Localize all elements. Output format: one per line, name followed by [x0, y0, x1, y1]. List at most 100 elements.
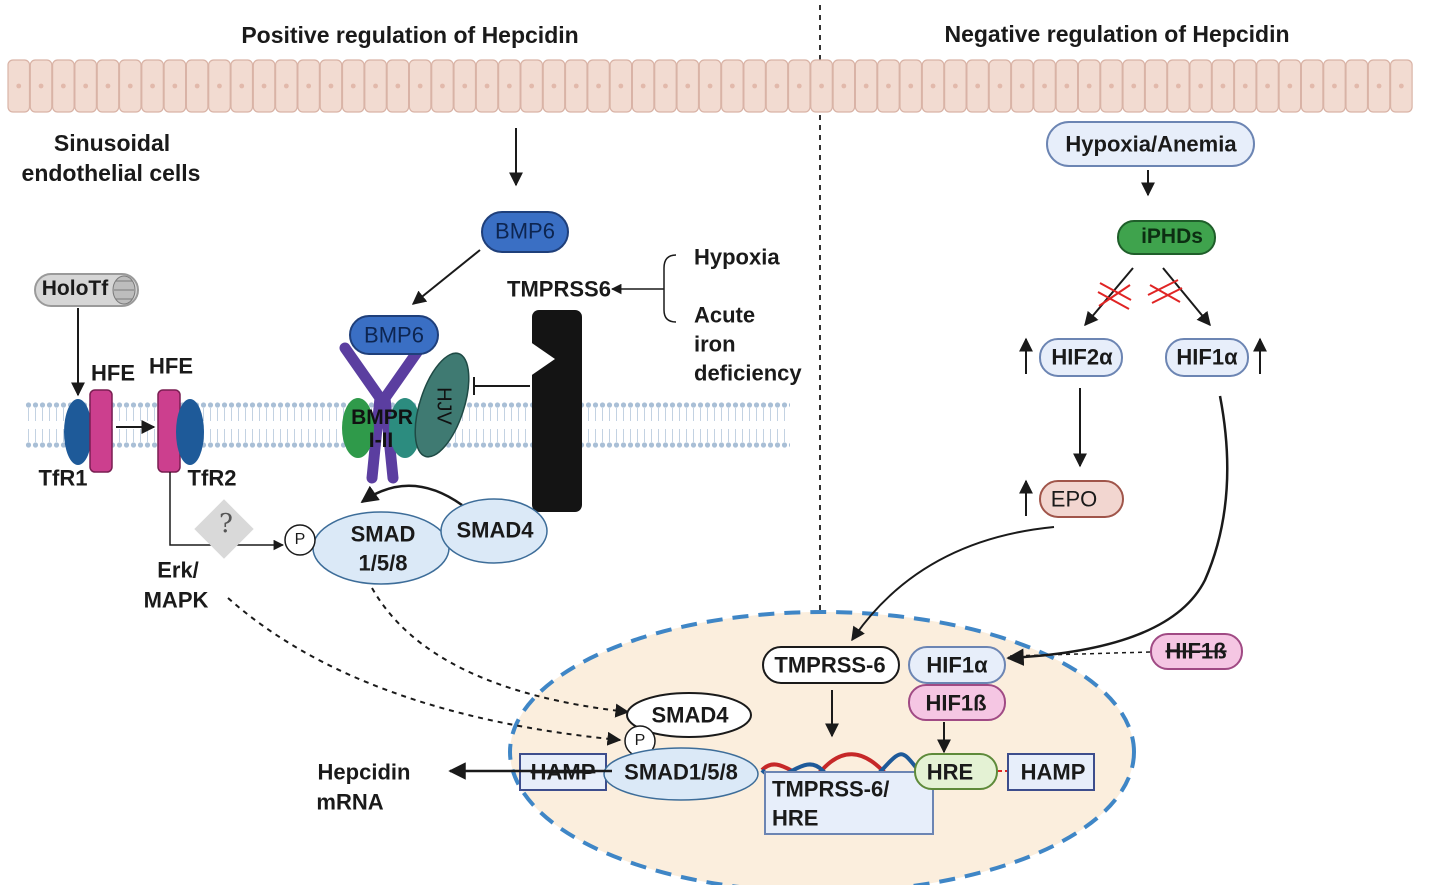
tmprss6-hre-box [764, 771, 934, 835]
hepcidin-label-2: mRNA [316, 789, 384, 815]
cell-nucleus-dot [975, 83, 981, 89]
stimulus-acute: Acute [694, 302, 756, 328]
phosphate-label-2: P [634, 731, 646, 749]
hjv-label: HJV [432, 387, 455, 425]
smad4-ellipse [440, 498, 548, 564]
cell-nucleus-dot [1131, 83, 1137, 89]
cell-nucleus-dot [863, 83, 869, 89]
smad4-nuc-ellipse [626, 692, 752, 738]
endothelial-label-2: endothelial cells [21, 159, 201, 186]
cell-nucleus-dot [239, 83, 245, 89]
bmpr-label-1: BMPR [351, 405, 413, 429]
question-diamond [194, 499, 254, 559]
cell-nucleus-dot [908, 83, 914, 89]
hif1b-out-pill [1150, 633, 1243, 670]
cell-nucleus-dot [1175, 83, 1181, 89]
bmpr-receptor-arms [339, 342, 426, 484]
hamp-right-label: HAMP [1020, 759, 1086, 785]
cell-nucleus-dot [1064, 83, 1070, 89]
cell-nucleus-dot [127, 83, 133, 89]
tmprss6-nuc-label: TMPRSS-6 [774, 652, 886, 678]
cell-nucleus-dot [1354, 83, 1360, 89]
bmp6-top-label: BMP6 [495, 218, 555, 244]
hif2a-pill [1039, 338, 1123, 377]
bmp6-bound-ligand [349, 315, 439, 355]
arrow-hif1a-to-nucleus [1006, 395, 1229, 666]
hre-label: HRE [926, 759, 974, 785]
erk-label-2: MAPK [143, 587, 209, 613]
cell-nucleus-dot [930, 83, 936, 89]
cell-nucleus-dot [217, 83, 222, 89]
endothelial-label-1: Sinusoidal [53, 129, 171, 156]
cell-nucleus-dot [1309, 83, 1315, 89]
cell-nucleus-dot [663, 83, 668, 89]
hypoxia-anemia-label: Hypoxia/Anemia [1065, 131, 1237, 157]
tmprss6-notch [513, 330, 555, 388]
cell-nucleus-dot [997, 83, 1003, 89]
cell-nucleus-dot [573, 83, 579, 89]
smad158-nuc-ellipse [603, 747, 759, 801]
cell-nucleus-dot [1265, 83, 1270, 89]
blocked-mark-left [1097, 282, 1132, 310]
cell-nucleus-dot [752, 83, 758, 89]
tfr1-label: TfR1 [38, 465, 88, 491]
hfe-left-label: HFE [91, 360, 135, 386]
cell-nucleus-dot [841, 83, 847, 89]
cell-nucleus-dot [1109, 83, 1114, 89]
bmp6-ligand [481, 211, 569, 253]
stimuli-bracket [663, 254, 677, 323]
hfe-left-protein [89, 389, 113, 473]
cell-nucleus-dot [1242, 83, 1248, 89]
tmprss6-hre-label-2: HRE [772, 805, 819, 831]
phosphate-circle-1 [284, 524, 316, 556]
stimulus-deficiency: deficiency [694, 360, 802, 386]
header-negative: Negative regulation of Hepcidin [944, 20, 1290, 47]
cell-nucleus-dot [1042, 83, 1047, 89]
cell-nucleus-dot [819, 83, 824, 89]
cell-nucleus-dot [1376, 83, 1382, 89]
cell-nucleus-dot [60, 83, 66, 89]
hif1a-nuc-pill [908, 646, 1006, 684]
cell-nucleus-dot [440, 83, 445, 89]
bmpr-domain-teal [389, 398, 421, 458]
cell-nucleus-dot [194, 83, 200, 89]
hfe-right-label: HFE [149, 353, 193, 379]
hypoxia-anemia-pill [1046, 121, 1255, 167]
hamp-left-label: HAMP [530, 759, 596, 785]
holotf-pill [34, 273, 139, 307]
cell-nucleus-dot [16, 83, 22, 89]
hif1b-out-label: HIF1ß [1165, 638, 1227, 664]
smad4-nuc-label: SMAD4 [651, 702, 729, 728]
arrow-iphds-to-hif2a [1084, 267, 1134, 327]
hif1a-nuc-label: HIF1α [926, 652, 988, 678]
hif1a-pill [1165, 338, 1249, 377]
hif1b-nuc-label: HIF1ß [925, 690, 987, 716]
cell-nucleus-dot [306, 83, 312, 89]
cell-nucleus-dot [1287, 83, 1293, 89]
hepcidin-label-1: Hepcidin [317, 759, 411, 785]
endothelial-cell-row [7, 59, 1413, 113]
question-mark: ? [219, 509, 233, 540]
hjv-protein [414, 352, 470, 458]
cell-nucleus-dot [105, 83, 111, 89]
tmprss6-protein [532, 310, 582, 512]
iphds-pill [1117, 220, 1216, 255]
cell-nucleus-dot [350, 83, 356, 89]
cell-nucleus-dot [529, 83, 535, 89]
cell-nucleus-dot [261, 83, 267, 89]
tmprss6-label: TMPRSS6 [507, 276, 611, 302]
cell-nucleus-dot [1198, 83, 1204, 89]
cell-nucleus-dot [1086, 83, 1092, 89]
phosphate-label-1: P [294, 530, 306, 548]
iphds-label: iPHDs [1141, 224, 1203, 248]
arrow-tfr2-to-p [169, 472, 285, 551]
cell-nucleus-dot [328, 83, 334, 89]
hif1a-label: HIF1α [1176, 344, 1238, 370]
tfr2-label: TfR2 [187, 465, 237, 491]
bmpr-label-2: I-II [368, 428, 394, 452]
tfr2-receptor [176, 399, 204, 465]
cell-nucleus-dot [1398, 83, 1404, 89]
header-positive: Positive regulation of Hepcidin [241, 21, 579, 48]
tmprss6-hre-label-1: TMPRSS-6/ [772, 776, 890, 802]
arrow-epo-to-tmprss6 [851, 526, 1055, 642]
